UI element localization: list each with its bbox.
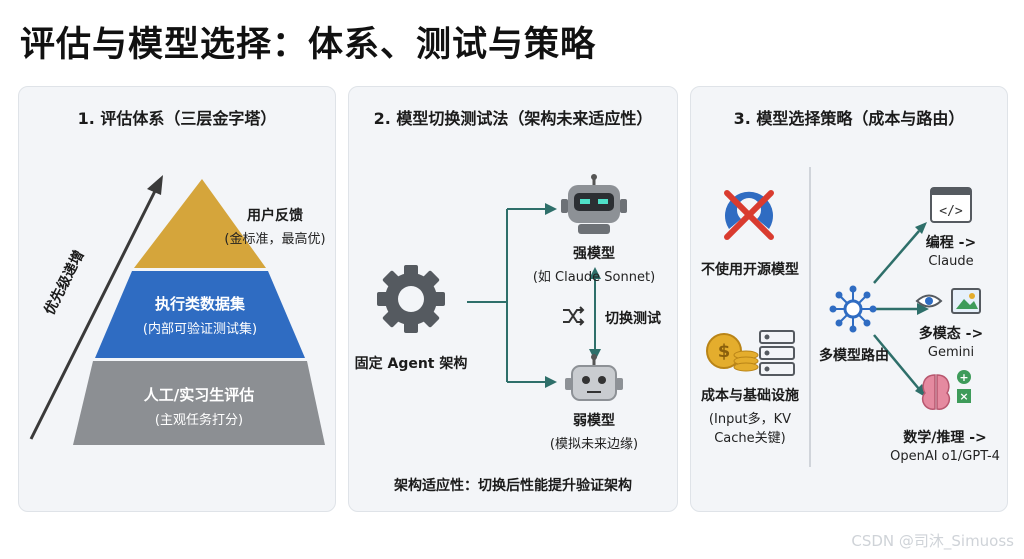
cost-infra-sub-1: (Input多，KV bbox=[708, 412, 792, 427]
multimodal-route-model: Gemini bbox=[927, 345, 975, 360]
panel-model-selection-strategy: 3. 模型选择策略（成本与路由） $ bbox=[690, 86, 1008, 512]
svg-text:</>: </> bbox=[939, 204, 963, 219]
brain-icon bbox=[921, 374, 951, 410]
pyramid-middle-layer bbox=[95, 271, 305, 358]
pyramid-mid-label: 执行类数据集 bbox=[154, 295, 245, 313]
priority-arrow-line bbox=[29, 186, 159, 440]
weak-robot-icon bbox=[565, 354, 623, 401]
panel-evaluation-system: 1. 评估体系（三层金字塔） 用户反馈 (金标准，最高优) 执行类数据集 (内部… bbox=[18, 86, 336, 512]
pyramid-top-sub: (金标准，最高优) bbox=[224, 232, 326, 247]
weak-model-sub: (模拟未来边缘) bbox=[549, 437, 639, 452]
code-window-icon: </> bbox=[930, 187, 972, 223]
pyramid-bottom-label: 人工/实习生评估 bbox=[143, 386, 255, 404]
panel-title: 3. 模型选择策略（成本与路由） bbox=[733, 109, 965, 128]
strong-model-sub: (如 Claude Sonnet) bbox=[532, 270, 656, 285]
pyramid-bottom-layer bbox=[73, 361, 325, 445]
panel-title: 1. 评估体系（三层金字塔） bbox=[77, 109, 277, 128]
pyramid-top-layer bbox=[134, 179, 266, 268]
cost-infra-sub-2: Cache关键) bbox=[714, 431, 786, 446]
panel-model-switch-test: 2. 模型切换测试法（架构未来适应性） bbox=[348, 86, 678, 512]
weak-model-label: 弱模型 bbox=[573, 413, 615, 429]
shuffle-icon bbox=[563, 306, 585, 326]
switch-test-label: 切换测试 bbox=[605, 311, 661, 327]
priority-arrow-head bbox=[147, 175, 163, 195]
server-icon bbox=[759, 330, 795, 376]
cost-infra-label: 成本与基础设施 bbox=[701, 388, 799, 404]
panel-title: 2. 模型切换测试法（架构未来适应性） bbox=[373, 109, 653, 128]
math-route-label: 数学/推理 -> bbox=[903, 430, 987, 446]
agent-architecture-label: 固定 Agent 架构 bbox=[354, 356, 468, 372]
math-route-model: OpenAI o1/GPT-4 bbox=[890, 449, 1000, 464]
coding-route-label: 编程 -> bbox=[925, 235, 977, 251]
strong-model-label: 强模型 bbox=[573, 246, 615, 262]
pyramid-top-label: 用户反馈 bbox=[247, 208, 303, 224]
watermark: CSDN @司沐_Simuoss bbox=[851, 532, 1014, 550]
strategy-graphic: $ bbox=[706, 167, 981, 467]
page-title: 评估与模型选择：体系、测试与策略 bbox=[20, 25, 597, 65]
gear-icon bbox=[377, 265, 445, 333]
svg-text:+: + bbox=[959, 371, 968, 384]
svg-text:×: × bbox=[959, 390, 968, 403]
no-open-source-label: 不使用开源模型 bbox=[701, 262, 799, 278]
coins-icon: $ bbox=[706, 333, 759, 372]
open-source-crossed-icon bbox=[724, 190, 774, 240]
image-icon bbox=[951, 288, 981, 314]
svg-text:$: $ bbox=[718, 341, 731, 362]
math-symbols-icon: + × bbox=[957, 370, 971, 403]
panel-footer: 架构适应性：切换后性能提升验证架构 bbox=[394, 478, 632, 494]
strong-robot-icon bbox=[561, 174, 627, 234]
multimodal-route-label: 多模态 -> bbox=[918, 326, 984, 342]
eye-icon bbox=[915, 294, 943, 308]
pyramid-bottom-sub: (主观任务打分) bbox=[154, 413, 244, 428]
router-hub-icon bbox=[829, 285, 877, 333]
coding-route-model: Claude bbox=[928, 254, 974, 269]
switch-test-graphic bbox=[377, 174, 627, 401]
pyramid-graphic bbox=[29, 175, 325, 445]
pyramid-mid-sub: (内部可验证测试集) bbox=[142, 322, 258, 337]
multi-model-router-label: 多模型路由 bbox=[819, 348, 889, 364]
